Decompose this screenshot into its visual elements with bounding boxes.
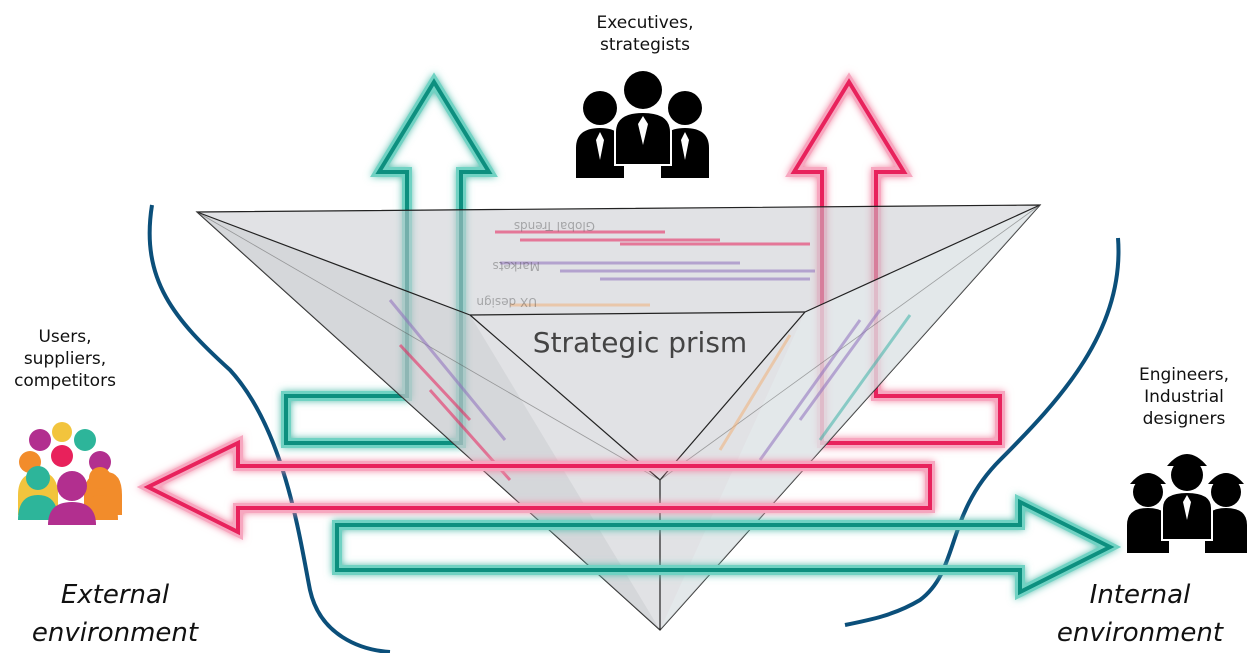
executives-label-line1: Executives,: [596, 13, 694, 33]
internal-label-line1: Internal: [1089, 580, 1191, 610]
internal-boundary-curve: [844, 237, 1121, 627]
executives-label-line2: strategists: [600, 35, 690, 55]
external-label-line1: External: [60, 580, 170, 610]
engineers-label-line3: designers: [1142, 409, 1226, 429]
engineers-label-line1: Engineers,: [1139, 365, 1229, 385]
engineers-label-line2: Industrial: [1144, 387, 1224, 407]
prism-mirrored-row: UX design: [476, 295, 537, 309]
executives-group-icon: [576, 71, 709, 178]
pink-left-arrow: [136, 434, 935, 541]
users-label-line2: suppliers,: [23, 349, 107, 369]
engineers-group-icon: [1127, 454, 1247, 553]
internal-environment-label: Internal environment: [1035, 576, 1245, 652]
prism-mirrored-text: Global Trends Markets UX design: [476, 219, 595, 309]
external-boundary-curve: [147, 204, 391, 653]
users-label-line3: competitors: [14, 371, 116, 391]
external-environment-label: External environment: [10, 576, 220, 652]
executives-label: Executives, strategists: [560, 12, 730, 56]
users-label: Users, suppliers, competitors: [0, 326, 130, 392]
users-label-line1: Users,: [38, 327, 92, 347]
internal-label-line2: environment: [1056, 618, 1224, 648]
teal-right-arrow: [332, 493, 1122, 601]
prism-reflected-bars: [388, 230, 912, 481]
external-label-line2: environment: [31, 618, 199, 648]
prism-mirrored-row: Markets: [492, 259, 540, 273]
prism-title: Strategic prism: [532, 326, 748, 359]
users-crowd-icon: [18, 422, 122, 525]
prism-mirrored-row: Global Trends: [514, 219, 595, 233]
engineers-label: Engineers, Industrial designers: [1118, 364, 1250, 430]
